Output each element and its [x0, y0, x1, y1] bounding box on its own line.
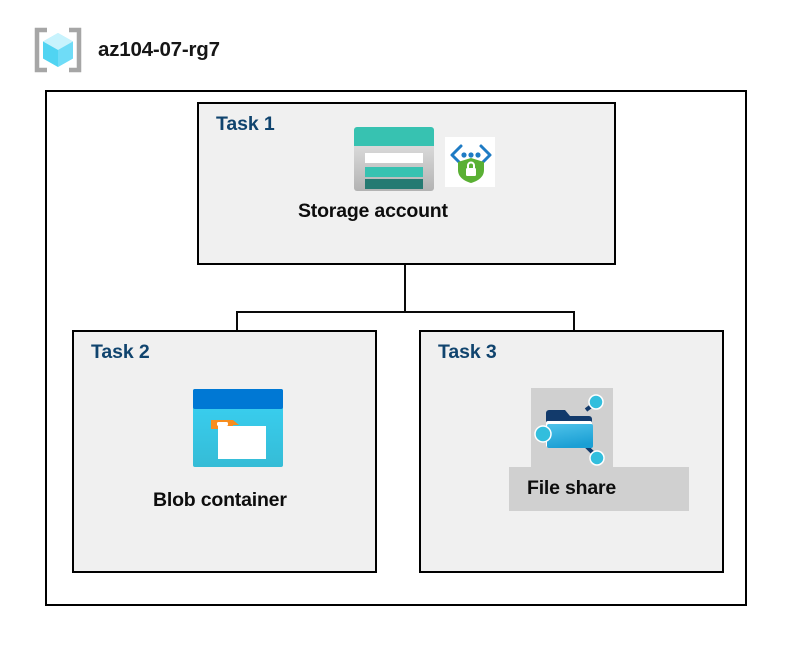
caption-storage-account: Storage account — [298, 200, 448, 222]
caption-file-share: File share — [527, 477, 617, 499]
storage-account-icon[interactable] — [350, 124, 438, 194]
secure-endpoint-shield-icon[interactable] — [445, 137, 495, 187]
resource-group-title: az104-07-rg7 — [98, 38, 220, 61]
blob-container-icon[interactable] — [193, 389, 283, 467]
connector-storage-trunk — [404, 226, 406, 313]
caption-blob-container: Blob container — [153, 489, 287, 511]
resource-group-header: az104-07-rg7 — [30, 26, 220, 74]
connector-horizontal-bus — [236, 311, 575, 313]
file-share-icon[interactable] — [531, 388, 613, 470]
panel-label-task-1: Task 1 — [216, 113, 275, 135]
panel-task-3[interactable]: Task 3 — [419, 330, 724, 573]
resource-group-icon — [34, 27, 82, 73]
panel-label-task-2: Task 2 — [91, 341, 150, 363]
file-share-label-highlight — [509, 467, 689, 511]
panel-label-task-3: Task 3 — [438, 341, 497, 363]
